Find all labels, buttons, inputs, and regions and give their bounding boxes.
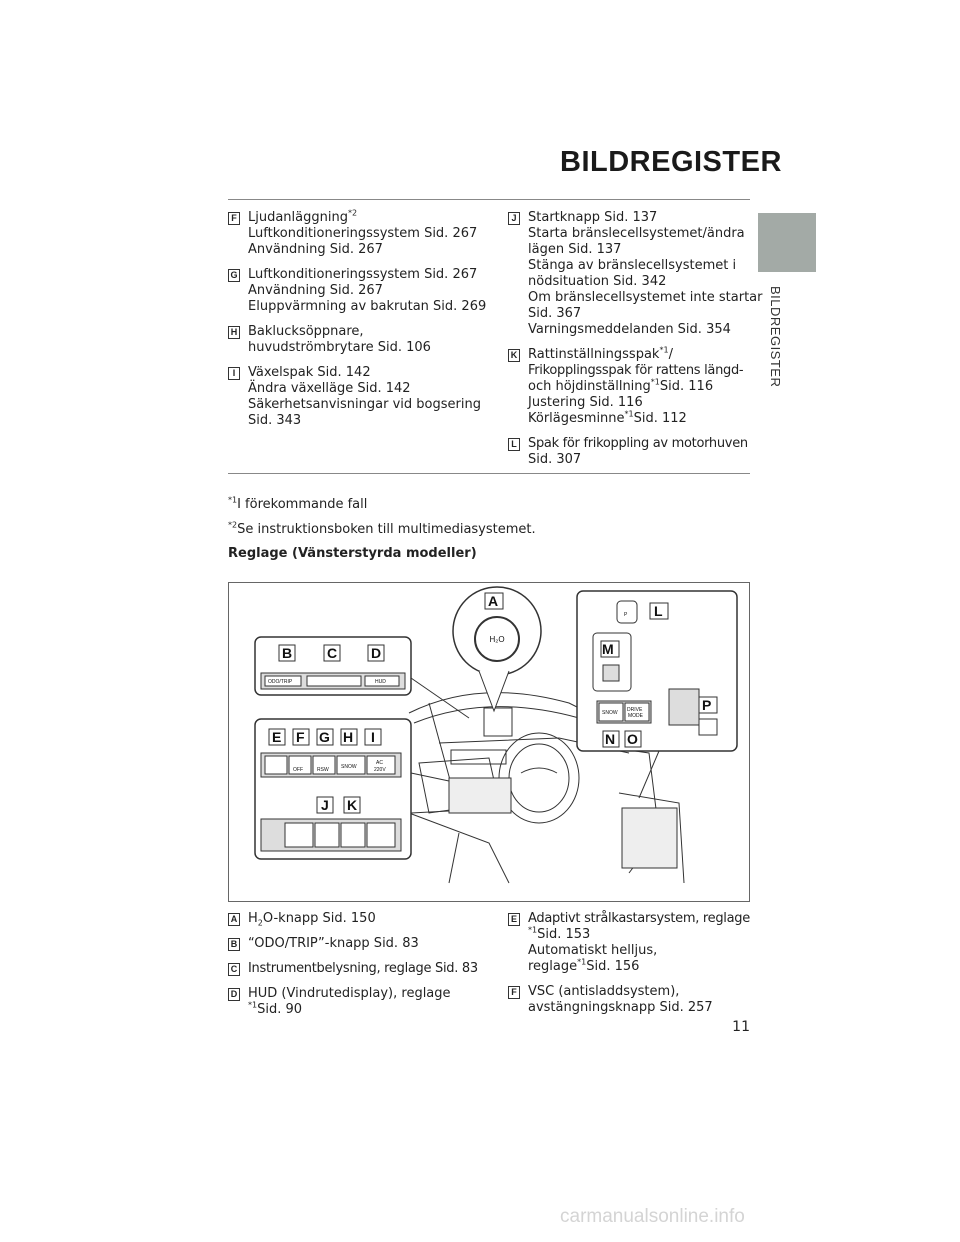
svg-text:H₂O: H₂O bbox=[489, 635, 504, 644]
svg-text:H: H bbox=[343, 729, 353, 745]
svg-text:I: I bbox=[371, 729, 375, 745]
bottom-right-column: E Adaptivt strålkastarsystem, reglage *1… bbox=[508, 911, 750, 1025]
list-item: K Rattinställningsspak*1/ Frikopplingssp… bbox=[508, 346, 750, 427]
list-item: L Spak för frikoppling av motorhuven Sid… bbox=[508, 436, 750, 468]
top-rule bbox=[228, 199, 750, 200]
svg-text:A: A bbox=[488, 593, 498, 609]
mid-rule bbox=[228, 473, 750, 474]
list-item: F VSC (antisladdsystem), avstängningskna… bbox=[508, 984, 750, 1016]
section-heading: Reglage (Vänsterstyrda modeller) bbox=[228, 546, 477, 561]
svg-text:OFF: OFF bbox=[293, 767, 303, 773]
list-item: D HUD (Vindrutedisplay), reglage *1Sid. … bbox=[228, 986, 490, 1018]
list-item: G Luftkonditioneringssystem Sid. 267 Anv… bbox=[228, 267, 486, 315]
svg-text:L: L bbox=[654, 603, 663, 619]
svg-text:SNOW: SNOW bbox=[602, 710, 618, 716]
svg-text:MODE: MODE bbox=[628, 713, 644, 719]
svg-text:N: N bbox=[605, 731, 615, 747]
list-item: E Adaptivt strålkastarsystem, reglage *1… bbox=[508, 911, 750, 975]
svg-text:HUD: HUD bbox=[375, 679, 386, 685]
list-item: F Ljudanläggning*2 Luftkonditioneringssy… bbox=[228, 209, 483, 258]
top-right-column: J Startknapp Sid. 137 Starta bränslecell… bbox=[508, 210, 762, 477]
svg-text:SNOW: SNOW bbox=[341, 764, 357, 770]
list-item: C Instrumentbelysning, reglage Sid. 83 bbox=[228, 961, 490, 977]
svg-text:J: J bbox=[321, 797, 329, 813]
list-item: B “ODO/TRIP”-knapp Sid. 83 bbox=[228, 936, 490, 952]
footnote-1: *1I förekommande fall bbox=[228, 495, 368, 512]
svg-text:D: D bbox=[371, 645, 381, 661]
key-label: F bbox=[228, 212, 240, 225]
list-item: I Växelspak Sid. 142 Ändra växelläge Sid… bbox=[228, 365, 483, 429]
svg-text:G: G bbox=[319, 729, 330, 745]
svg-text:ODO/TRIP: ODO/TRIP bbox=[268, 679, 293, 685]
footnote-2: *2Se instruktionsboken till multimediasy… bbox=[228, 520, 536, 537]
bottom-left-column: A H2O-knapp Sid. 150 B “ODO/TRIP”-knapp … bbox=[228, 911, 490, 1027]
svg-text:P: P bbox=[624, 612, 628, 618]
list-item: H Baklucksöppnare, huvudströmbrytare Sid… bbox=[228, 324, 483, 356]
top-left-column: F Ljudanläggning*2 Luftkonditioneringssy… bbox=[228, 209, 486, 438]
page-number: 11 bbox=[732, 1019, 750, 1035]
watermark: carmanualsonline.info bbox=[560, 1206, 745, 1227]
svg-text:DRIVE: DRIVE bbox=[627, 707, 643, 713]
list-item: A H2O-knapp Sid. 150 bbox=[228, 911, 490, 927]
list-item: J Startknapp Sid. 137 Starta bränslecell… bbox=[508, 210, 762, 338]
svg-text:RSW: RSW bbox=[317, 767, 329, 773]
svg-text:E: E bbox=[272, 729, 281, 745]
svg-text:220V: 220V bbox=[374, 767, 386, 773]
svg-text:C: C bbox=[327, 645, 337, 661]
svg-text:M: M bbox=[602, 641, 614, 657]
section-tab bbox=[758, 213, 816, 272]
page-title: BILDREGISTER bbox=[560, 146, 782, 178]
svg-text:K: K bbox=[347, 797, 357, 813]
svg-text:B: B bbox=[282, 645, 292, 661]
svg-text:AC: AC bbox=[376, 760, 383, 766]
controls-figure: .lbl { font-family:"Liberation Sans", sa… bbox=[228, 582, 750, 902]
svg-text:F: F bbox=[296, 729, 305, 745]
side-label: BILDREGISTER bbox=[768, 286, 783, 388]
svg-text:P: P bbox=[702, 697, 711, 713]
svg-text:O: O bbox=[627, 731, 638, 747]
controls-illustration: .lbl { font-family:"Liberation Sans", sa… bbox=[254, 586, 738, 884]
